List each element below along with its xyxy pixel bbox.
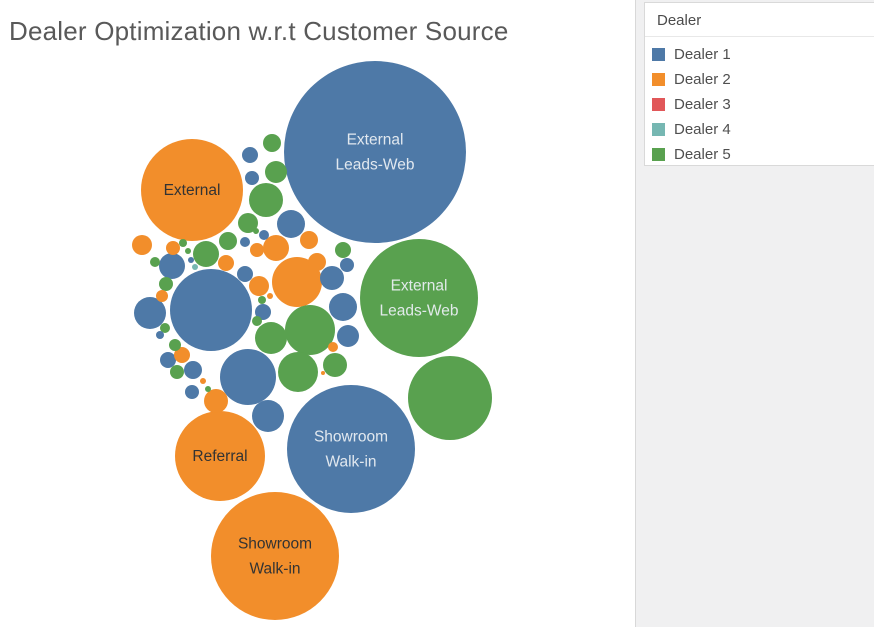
bubble-unlabeled[interactable] xyxy=(184,361,202,379)
bubble-unlabeled[interactable] xyxy=(132,235,152,255)
legend-item-dealer-4[interactable]: Dealer 4 xyxy=(645,117,874,142)
bubble-unlabeled[interactable] xyxy=(253,228,259,234)
bubble-unlabeled[interactable] xyxy=(300,231,318,249)
legend-title: Dealer xyxy=(645,3,874,37)
bubble-unlabeled[interactable] xyxy=(249,183,283,217)
legend-swatch-icon xyxy=(652,98,665,111)
bubble-unlabeled[interactable] xyxy=(245,171,259,185)
bubble-showroom-walk-in[interactable] xyxy=(287,385,415,513)
bubble-unlabeled[interactable] xyxy=(160,323,170,333)
bubble-unlabeled[interactable] xyxy=(329,293,357,321)
bubble-unlabeled[interactable] xyxy=(277,210,305,238)
bubble-unlabeled[interactable] xyxy=(185,385,199,399)
legend-item-dealer-3[interactable]: Dealer 3 xyxy=(645,92,874,117)
bubble-unlabeled[interactable] xyxy=(335,242,351,258)
legend-item-label: Dealer 5 xyxy=(674,146,731,163)
bubble-unlabeled[interactable] xyxy=(185,248,191,254)
bubble-unlabeled[interactable] xyxy=(340,258,354,272)
bubble-unlabeled[interactable] xyxy=(252,400,284,432)
bubble-unlabeled[interactable] xyxy=(240,237,250,247)
bubble-unlabeled[interactable] xyxy=(252,316,262,326)
bubble-unlabeled[interactable] xyxy=(205,386,211,392)
chart-title: Dealer Optimization w.r.t Customer Sourc… xyxy=(9,16,509,46)
legend-swatch-icon xyxy=(652,148,665,161)
bubble-unlabeled[interactable] xyxy=(258,296,266,304)
bubble-unlabeled[interactable] xyxy=(204,389,228,413)
bubble-unlabeled[interactable] xyxy=(267,293,273,299)
legend-item-label: Dealer 2 xyxy=(674,71,731,88)
bubble-unlabeled[interactable] xyxy=(408,356,492,440)
legend-swatch-icon xyxy=(652,73,665,86)
bubble-unlabeled[interactable] xyxy=(192,264,198,270)
bubble-unlabeled[interactable] xyxy=(220,349,276,405)
bubble-unlabeled[interactable] xyxy=(285,305,335,355)
bubble-unlabeled[interactable] xyxy=(159,253,185,279)
bubble-unlabeled[interactable] xyxy=(320,266,344,290)
bubble-unlabeled[interactable] xyxy=(242,147,258,163)
legend-item-dealer-2[interactable]: Dealer 2 xyxy=(645,67,874,92)
bubble-unlabeled[interactable] xyxy=(263,235,289,261)
bubble-unlabeled[interactable] xyxy=(193,241,219,267)
bubble-unlabeled[interactable] xyxy=(156,290,168,302)
bubble-unlabeled[interactable] xyxy=(170,365,184,379)
legend-item-dealer-1[interactable]: Dealer 1 xyxy=(645,42,874,67)
bubble-showroom-walk-in[interactable] xyxy=(211,492,339,620)
bubble-unlabeled[interactable] xyxy=(255,322,287,354)
legend-items: Dealer 1 Dealer 2 Dealer 3 Dealer 4 Dealer 5 xyxy=(645,37,874,167)
bubble-unlabeled[interactable] xyxy=(159,277,173,291)
legend-item-label: Dealer 4 xyxy=(674,121,731,138)
bubble-external-leads-web[interactable] xyxy=(284,61,466,243)
bubble-unlabeled[interactable] xyxy=(219,232,237,250)
bubble-unlabeled[interactable] xyxy=(150,257,160,267)
bubble-referral[interactable] xyxy=(175,411,265,501)
bubble-unlabeled[interactable] xyxy=(255,304,271,320)
bubble-unlabeled[interactable] xyxy=(170,269,252,351)
bubble-unlabeled[interactable] xyxy=(179,239,187,247)
bubble-unlabeled[interactable] xyxy=(200,378,206,384)
bubble-unlabeled[interactable] xyxy=(166,241,180,255)
bubble-unlabeled[interactable] xyxy=(218,255,234,271)
bubble-unlabeled[interactable] xyxy=(278,352,318,392)
bubble-unlabeled[interactable] xyxy=(272,257,322,307)
legend-swatch-icon xyxy=(652,48,665,61)
bubble-unlabeled[interactable] xyxy=(265,161,287,183)
bubble-unlabeled[interactable] xyxy=(249,276,269,296)
bubble-unlabeled[interactable] xyxy=(160,352,176,368)
bubble-unlabeled[interactable] xyxy=(237,266,253,282)
bubble-unlabeled[interactable] xyxy=(337,325,359,347)
bubble-unlabeled[interactable] xyxy=(188,257,194,263)
bubble-unlabeled[interactable] xyxy=(308,253,326,271)
bubble-unlabeled[interactable] xyxy=(250,243,264,257)
bubble-unlabeled[interactable] xyxy=(169,339,181,351)
bubble-unlabeled[interactable] xyxy=(263,134,281,152)
legend-item-label: Dealer 3 xyxy=(674,96,731,113)
bubble-unlabeled[interactable] xyxy=(259,230,269,240)
bubble-external-leads-web[interactable] xyxy=(360,239,478,357)
bubble-unlabeled[interactable] xyxy=(323,353,347,377)
bubble-unlabeled[interactable] xyxy=(134,297,166,329)
bubble-unlabeled[interactable] xyxy=(321,371,325,375)
legend-swatch-icon xyxy=(652,123,665,136)
legend-item-label: Dealer 1 xyxy=(674,46,731,63)
bubble-unlabeled[interactable] xyxy=(328,342,338,352)
legend-item-dealer-5[interactable]: Dealer 5 xyxy=(645,142,874,167)
bubble-unlabeled[interactable] xyxy=(156,331,164,339)
bubble-unlabeled[interactable] xyxy=(174,347,190,363)
bubble-unlabeled[interactable] xyxy=(238,213,258,233)
bubble-external[interactable] xyxy=(141,139,243,241)
